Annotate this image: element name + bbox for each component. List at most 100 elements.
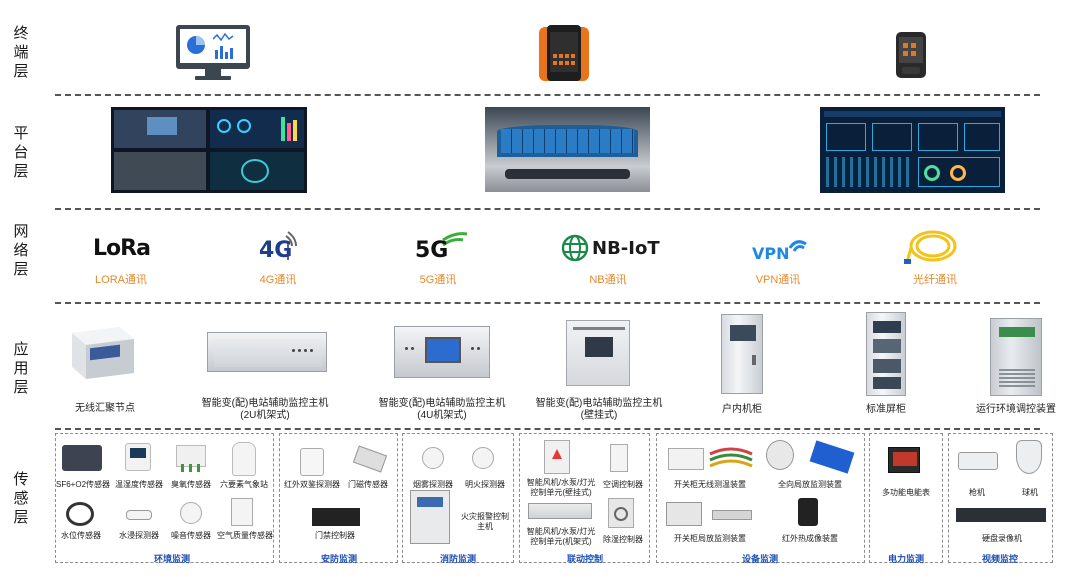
- env-item-ozone: 臭氧传感器: [171, 480, 211, 489]
- dome-camera-icon: [1016, 440, 1042, 474]
- app-label-env: 运行环境调控装置: [976, 404, 1056, 415]
- flame-detector-icon: [472, 447, 494, 469]
- air-quality-sensor-icon: [231, 498, 253, 526]
- rugged-tablet-icon: [537, 24, 591, 82]
- sec-item-access: 门禁控制器: [315, 531, 355, 540]
- group-video-monitoring: [948, 433, 1053, 563]
- nb-iot-logo-icon: NB-IoT: [561, 234, 660, 264]
- group-fire-monitoring: [402, 433, 514, 563]
- divider-platform: [55, 208, 1040, 210]
- noise-sensor-icon: [180, 502, 202, 524]
- net-label-fiber: 光纤通讯: [913, 274, 957, 286]
- temp-sensor-wires-icon: [708, 446, 754, 472]
- video-item-dome: 球机: [1022, 488, 1038, 497]
- vpn-logo-icon: VPN: [752, 234, 812, 264]
- rack-control-unit-icon: [528, 503, 592, 519]
- water-level-sensor-icon: [66, 502, 94, 526]
- app-label-host-wall: 智能变(配)电站辅助监控主机 (壁挂式): [535, 398, 663, 421]
- thermal-camera-icon: [798, 498, 818, 526]
- host-2u-device: [207, 332, 327, 372]
- net-label-lora: LORA通讯: [95, 274, 147, 286]
- equip-item-pd-omni: 全向局放监测装置: [778, 480, 842, 489]
- fire-item-smoke: 烟雾探测器: [413, 480, 453, 489]
- net-label-vpn: VPN通讯: [755, 274, 801, 286]
- wireless-node-device: [68, 323, 138, 381]
- group-linkage-control: [519, 433, 650, 563]
- bullet-camera-icon: [958, 452, 998, 470]
- env-item-noise: 噪音传感器: [171, 531, 211, 540]
- link-item-rack-unit: 智能风机/水泵/灯光 控制单元(机架式): [526, 527, 596, 546]
- group-power-monitoring: [869, 433, 943, 563]
- smoke-detector-icon: [422, 447, 444, 469]
- group-env-monitoring: [55, 433, 274, 563]
- ozone-sensor-icon: [176, 445, 206, 472]
- lora-logo-icon: LoRa: [93, 236, 151, 261]
- divider-application: [55, 428, 1040, 430]
- env-item-water-leak: 水浸探测器: [119, 531, 159, 540]
- group-title-power: 电力监测: [887, 554, 924, 564]
- switchgear-pd-rack-icon: [712, 510, 752, 520]
- equip-item-pd-switchgear: 开关柜局放监测装置: [674, 534, 746, 543]
- access-controller-icon: [312, 508, 360, 526]
- multifunction-meter-icon: [888, 447, 920, 473]
- group-title-security: 安防监测: [320, 554, 357, 564]
- standard-cabinet-device: [866, 312, 906, 396]
- app-label-host-2u: 智能变(配)电站辅助监控主机 (2U机架式): [201, 398, 329, 421]
- env-item-temp-humidity: 温湿度传感器: [115, 480, 163, 489]
- big-screen-dashboard: [820, 107, 1005, 193]
- water-leak-sensor-icon: [126, 510, 152, 520]
- group-title-env: 环境监测: [153, 554, 190, 564]
- layer-label-terminal: 终 端 层: [13, 24, 29, 80]
- nvr-recorder-icon: [956, 508, 1046, 522]
- fire-alarm-host-icon: [410, 490, 450, 544]
- net-label-5g: 5G通讯: [419, 274, 457, 286]
- 5g-logo-icon: 5G: [413, 230, 469, 264]
- group-title-fire: 消防监测: [439, 554, 476, 564]
- link-item-ac: 空调控制器: [603, 480, 643, 489]
- infrared-detector-icon: [300, 448, 324, 476]
- video-item-nvr: 硬盘录像机: [982, 534, 1022, 543]
- control-room-image: [485, 107, 650, 192]
- wireless-temp-unit-icon: [668, 448, 704, 470]
- 4g-logo-icon: 4G: [258, 228, 308, 266]
- host-wall-device: [566, 320, 630, 386]
- sf6-sensor-icon: [62, 445, 102, 471]
- weather-station-icon: [232, 442, 256, 476]
- pd-omni-device-icon: [766, 440, 794, 470]
- link-item-wall-unit: 智能风机/水泵/灯光 控制单元(壁挂式): [526, 478, 596, 497]
- net-label-4g: 4G通讯: [259, 274, 297, 286]
- env-item-air-quality: 空气质量传感器: [217, 531, 273, 540]
- divider-terminal: [55, 94, 1040, 96]
- video-item-bullet: 枪机: [969, 488, 985, 497]
- indoor-cabinet-device: [721, 314, 763, 394]
- app-label-indoor: 户内机柜: [722, 404, 762, 415]
- layer-label-platform: 平 台 层: [13, 124, 29, 180]
- wall-control-unit-icon: [544, 440, 570, 474]
- fiber-cable-icon: [903, 226, 963, 266]
- ac-controller-icon: [610, 444, 628, 472]
- app-label-node: 无线汇聚节点: [75, 403, 135, 414]
- group-title-link: 联动控制: [566, 554, 603, 564]
- net-label-nb: NB通讯: [589, 274, 627, 286]
- equip-item-thermal: 红外热成像装置: [782, 534, 838, 543]
- equip-item-wireless-temp: 开关柜无线测温装置: [674, 480, 746, 489]
- rugged-phone-icon: [892, 31, 930, 79]
- group-security-monitoring: [279, 433, 398, 563]
- host-4u-device: [394, 326, 490, 378]
- app-label-standard: 标准屏柜: [866, 404, 906, 415]
- link-item-dehumid: 除湿控制器: [603, 535, 643, 544]
- switchgear-pd-unit-icon: [666, 502, 702, 526]
- layer-label-sensing: 传 感 层: [13, 470, 29, 526]
- app-label-host-4u: 智能变(配)电站辅助监控主机 (4U机架式): [378, 398, 506, 421]
- sec-item-infrared: 红外双鉴探测器: [284, 480, 340, 489]
- group-title-equip: 设备监测: [741, 554, 778, 564]
- monitoring-dashboard-collage: [111, 107, 307, 193]
- temp-humidity-sensor-icon: [125, 443, 151, 471]
- sec-item-door-magnet: 门磁传感器: [348, 480, 388, 489]
- layer-label-application: 应 用 层: [13, 340, 29, 396]
- env-item-water-level: 水位传感器: [61, 531, 101, 540]
- fire-item-flame: 明火探测器: [465, 480, 505, 489]
- env-item-sf6: SF6+O2传感器: [56, 480, 111, 489]
- power-item-meter: 多功能电能表: [882, 488, 930, 497]
- env-item-weather: 六要素气象站: [220, 480, 268, 489]
